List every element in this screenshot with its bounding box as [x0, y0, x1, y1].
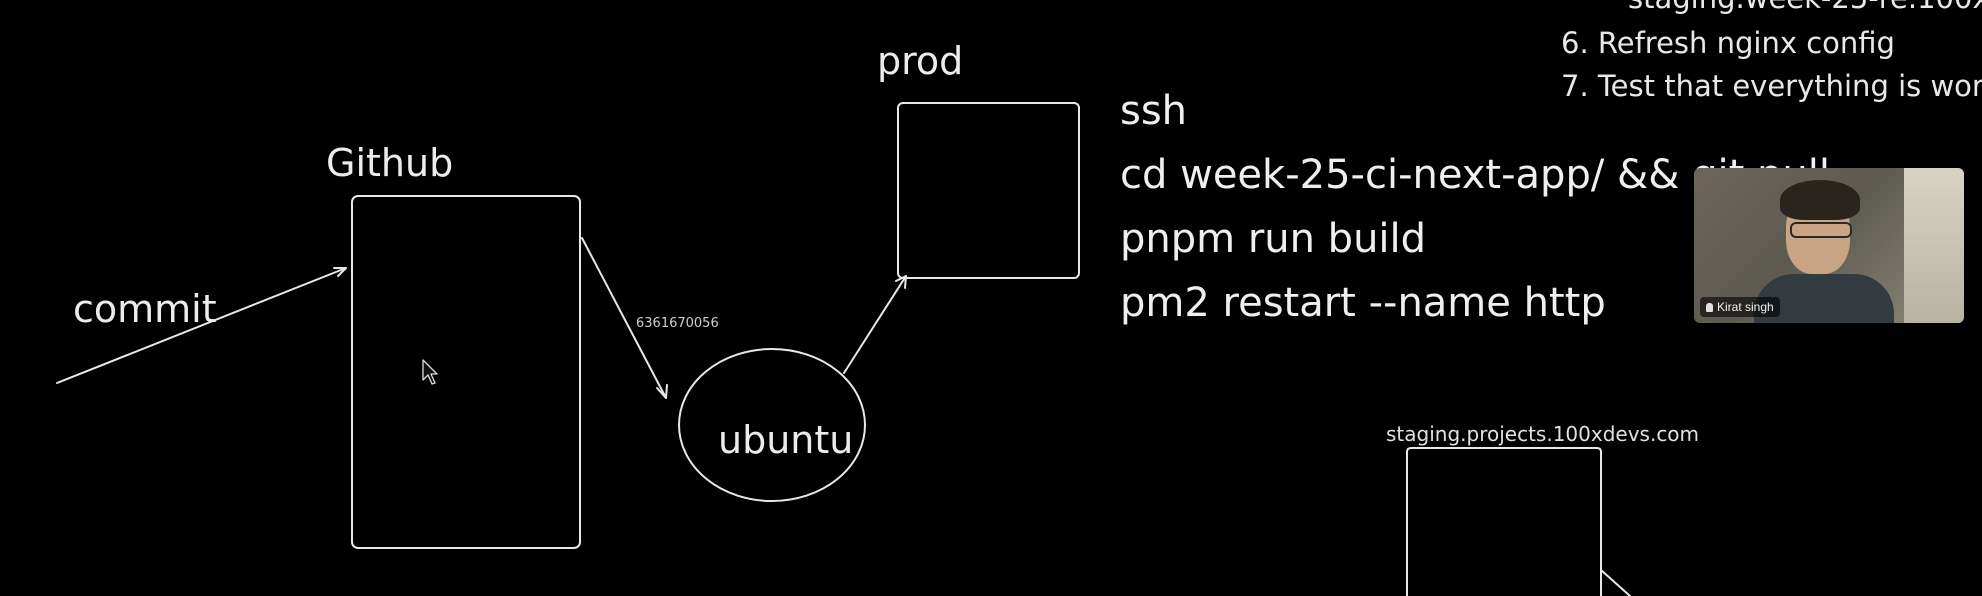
github-to-ubuntu-arrowhead [656, 384, 668, 399]
github-label: Github [326, 141, 454, 185]
commit-label: commit [73, 287, 217, 331]
participant-name-tag: Kirat singh [1700, 297, 1780, 317]
step-item: 7. Test that everything is wor [1561, 69, 1982, 103]
ubuntu-ellipse [678, 348, 866, 502]
command-line: pm2 restart --name http [1120, 280, 1606, 326]
participant-name: Kirat singh [1717, 300, 1774, 314]
commit-arrow [56, 267, 347, 384]
step-item: 6. Refresh nginx config [1561, 26, 1895, 60]
command-line: ssh [1120, 88, 1188, 134]
ubuntu-label: ubuntu [718, 418, 854, 462]
pin-icon [1706, 302, 1713, 312]
staging-url-label: staging.projects.100xdevs.com [1386, 422, 1700, 446]
staging-box [1406, 447, 1602, 596]
github-to-ubuntu-arrow [581, 237, 667, 399]
commit-arrowhead [333, 267, 347, 277]
participant-glasses [1790, 222, 1852, 238]
prod-box [897, 102, 1080, 279]
phone-number-label: 6361670056 [636, 316, 719, 331]
steps-partial-line: staging.week-25-re.100x [1628, 0, 1982, 13]
command-line: pnpm run build [1120, 216, 1427, 262]
ubuntu-to-prod-arrowhead [895, 275, 907, 289]
cursor-icon [422, 359, 438, 385]
video-background [1904, 168, 1964, 323]
staging-arrow [1600, 569, 1631, 596]
github-box [351, 195, 581, 549]
prod-label: prod [877, 39, 964, 83]
participant-hair [1780, 180, 1860, 220]
video-call-tile[interactable]: Kirat singh [1694, 168, 1964, 323]
ubuntu-to-prod-arrow [843, 275, 907, 374]
